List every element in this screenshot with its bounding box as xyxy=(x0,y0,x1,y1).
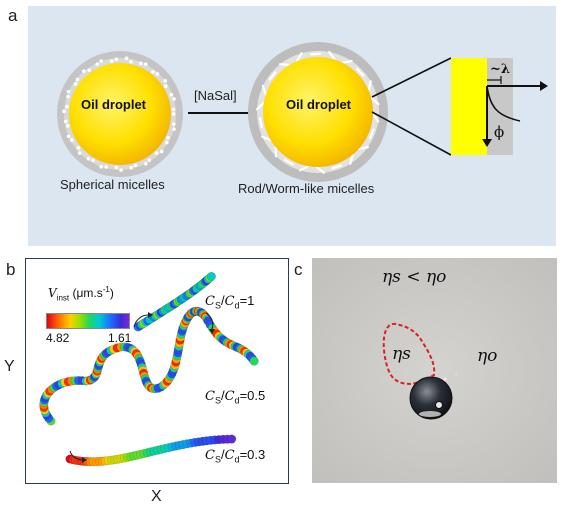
zoom-line-top xyxy=(371,57,452,98)
ratio-num-sub: S xyxy=(214,300,221,311)
panel-a-letter: a xyxy=(8,6,18,25)
worm-micelles-caption: Rod/Worm-like micelles xyxy=(238,181,375,196)
trail-cs-cd-0-3 xyxy=(65,434,237,467)
legend-title-var: V xyxy=(48,286,57,300)
trail-label-2: CS/Cd=0.5 xyxy=(205,388,266,406)
velocity-legend-title: Vinst (μm.s-1) xyxy=(48,285,114,302)
direction-arrowhead xyxy=(82,457,87,463)
worm-micelle-droplet xyxy=(248,42,388,182)
viscosity-relation-label: ηs < ηo xyxy=(382,267,447,287)
phi-label: ϕ xyxy=(494,123,505,141)
lambda-label: ~λ xyxy=(490,62,511,77)
nasal-label: [NaSal] xyxy=(194,88,237,103)
ratio-den-sub: d xyxy=(234,454,240,465)
trail-ratio-value: =0.3 xyxy=(239,447,266,462)
interface-inset xyxy=(451,58,548,155)
panel-b-letter: b xyxy=(6,260,16,279)
y-axis-label: Y xyxy=(4,358,15,375)
trail-cs-cd-0-5 xyxy=(39,306,259,426)
direction-arrow xyxy=(69,450,83,461)
ratio-num-sub: S xyxy=(214,395,221,406)
outer-viscosity-label: ηo xyxy=(477,346,498,366)
trail-cs-cd-1 xyxy=(133,271,216,332)
ratio-num: C xyxy=(205,389,215,404)
trail-ratio-value: =1 xyxy=(239,293,255,308)
trail-label-3: CS/Cd=0.3 xyxy=(205,447,266,465)
ratio-num: C xyxy=(205,448,215,463)
micrograph-panel xyxy=(312,258,557,483)
panel-c-letter: c xyxy=(294,260,303,279)
ratio-den-sub: d xyxy=(234,300,240,311)
trajectory-trails xyxy=(39,271,259,467)
oil-droplet-label-left: Oil droplet xyxy=(81,97,146,112)
ratio-den: C xyxy=(224,389,235,404)
legend-title-exp: -1 xyxy=(102,285,110,294)
direction-arrowhead xyxy=(148,312,153,318)
legend-max-value: 1.61 xyxy=(108,331,132,345)
oil-droplet-label-right: Oil droplet xyxy=(286,97,351,112)
direction-arrowhead xyxy=(209,329,215,334)
ratio-num: C xyxy=(205,294,215,309)
inner-viscosity-label: ηs xyxy=(392,344,411,364)
spherical-micelle-droplet xyxy=(57,51,183,177)
ratio-den-sub: d xyxy=(234,395,240,406)
direction-arrow xyxy=(205,312,214,330)
legend-min-value: 4.82 xyxy=(46,331,70,345)
ratio-num-sub: S xyxy=(214,454,221,465)
velocity-colorbar xyxy=(46,313,130,329)
trail-ratio-value: =0.5 xyxy=(239,388,266,403)
spherical-micelles-caption: Spherical micelles xyxy=(60,177,165,192)
x-axis-label: X xyxy=(151,488,162,505)
trail-label-1: CS/Cd=1 xyxy=(205,293,255,311)
legend-title-sub: inst xyxy=(56,293,70,303)
panel-a-drawing xyxy=(57,42,548,182)
zoom-line-bottom xyxy=(371,111,452,156)
legend-title-units: (μm.s xyxy=(72,286,103,300)
ratio-den: C xyxy=(224,294,235,309)
legend-title-close: ) xyxy=(109,286,114,300)
ratio-den: C xyxy=(224,448,235,463)
direction-arrow xyxy=(133,314,149,328)
